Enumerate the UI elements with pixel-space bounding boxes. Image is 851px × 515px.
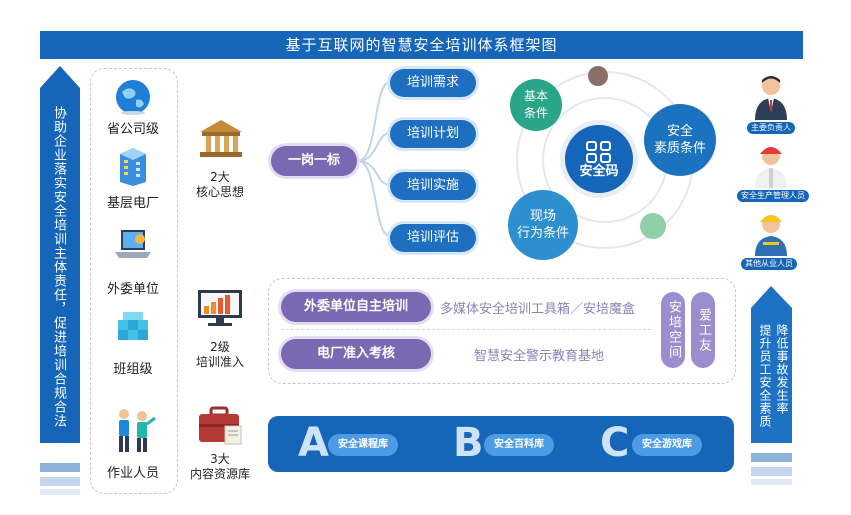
game-library-pill: 安全游戏库 [632,434,702,456]
circle-safety-code: 安全码 [565,125,633,193]
orbit-dot-green [640,213,666,239]
monitor-chart-icon [196,288,244,328]
section2-caption-text: 培训准入 [180,355,260,370]
temple-icon [198,118,244,158]
cubes-icon [114,310,152,348]
letter-a: A [298,420,329,466]
briefcase-icon [197,406,243,446]
encyclopedia-library-pill: 安全百科库 [484,434,554,456]
globe-icon [114,78,152,116]
left-stripe-1 [40,463,80,472]
plant-admission-pill: 电厂准入考核 [281,339,431,369]
letter-b: B [453,420,484,466]
workers-icon [108,408,158,456]
level-label-team: 班组级 [90,358,176,377]
role-label-executive: 主委负责人 [747,122,795,134]
circle-safety-quality: 安全 素质条件 [644,104,716,176]
level-label-plant: 基层电厂 [90,192,176,211]
right-up-arrow-icon [751,286,792,310]
manager-helmet-icon [751,142,791,188]
section3-caption-num: 3大 [180,452,260,467]
section1-caption-num: 2大 [180,170,260,185]
up-arrow-icon [40,66,80,90]
level-label-province: 省公司级 [90,118,176,137]
level-label-workers: 作业人员 [90,462,176,481]
left-banner-text: 协助企业落实安全培训主体责任，促进培训合规合法 [51,106,66,436]
section3-caption-text: 内容资源库 [180,467,260,482]
anpei-space-pill: 安培空间 [661,292,685,368]
section2-divider [281,329,651,330]
aigongyou-pill: 爱工友 [691,292,715,368]
branch-training-evaluation: 培训评估 [390,224,476,252]
safety-code-label: 安全码 [579,163,618,180]
role-label-other-staff: 其他从业人员 [741,258,797,270]
branch-training-needs: 培训需求 [390,69,476,97]
orbit-dot-brown [588,66,608,86]
left-stripe-2 [40,477,80,486]
executive-person-icon [751,74,791,120]
right-stripe-1 [751,453,792,462]
building-icon [118,148,148,186]
qr-code-icon [586,141,612,163]
circle-site-behavior: 现场 行为条件 [508,190,578,260]
branch-training-implementation: 培训实施 [390,172,476,200]
right-stripe-3 [751,479,792,485]
left-banner: 协助企业落实安全培训主体责任，促进培训合规合法 [40,88,80,443]
section1-caption-text: 核心思想 [180,185,260,200]
course-library-pill: 安全课程库 [328,434,398,456]
right-stripe-2 [751,467,792,476]
right-banner-text-2: 提升员工安全素质 [758,324,772,439]
toolbox-text: 多媒体安全培训工具箱／安培魔盒 [440,298,635,317]
right-banner-text-1: 降低事故发生率 [775,324,789,439]
branch-training-plan: 培训计划 [390,120,476,148]
circle-basic-conditions: 基本 条件 [510,79,562,131]
role-label-safety-manager: 安全生产管理人员 [737,190,809,202]
letter-c: C [600,420,629,466]
left-stripe-3 [40,489,80,495]
page-title: 基于互联网的智慧安全培训体系框架图 [40,31,803,59]
worker-helmet-icon [751,210,791,256]
center-node-one-post-one-standard: 一岗一标 [271,146,357,176]
level-label-contractor: 外委单位 [90,278,176,297]
warning-base-text: 智慧安全警示教育基地 [474,345,604,364]
right-banner: 降低事故发生率 提升员工安全素质 [751,308,792,443]
contractor-self-training-pill: 外委单位自主培训 [281,292,431,322]
section2-caption-num: 2级 [180,340,260,355]
laptop-icon [113,228,153,262]
